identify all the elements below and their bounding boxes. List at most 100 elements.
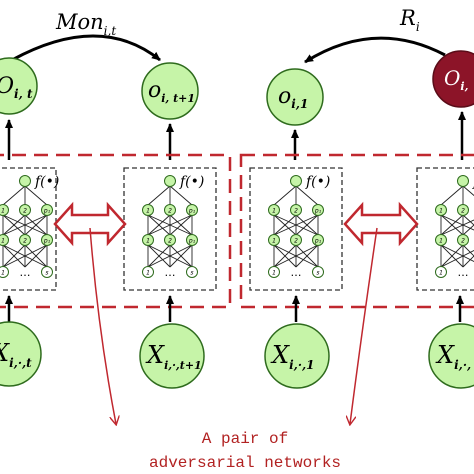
network-hidden-node — [142, 204, 154, 216]
network-node-label: 1 — [1, 270, 5, 277]
network-node-label: 1 — [146, 270, 150, 277]
network-node-label: p₁ — [43, 208, 51, 215]
network-edge — [2, 244, 26, 268]
network-hidden-node — [186, 204, 198, 216]
network-hidden-node — [142, 234, 154, 246]
output-node-3: oi,1 — [266, 68, 324, 126]
svg-text:Xi,·,t+1: Xi,·,t+1 — [145, 341, 202, 372]
network-hidden-node — [186, 234, 198, 246]
network-node-label: 2 — [461, 238, 465, 245]
network-node-label: s — [45, 270, 48, 277]
network-input-node — [268, 266, 280, 278]
network-connections — [2, 185, 48, 268]
adversarial-arrow-right — [343, 201, 419, 247]
network-edge — [24, 244, 48, 268]
network-edge — [147, 244, 171, 268]
network-edge — [169, 185, 193, 206]
network-edge — [147, 185, 171, 206]
network-hidden-node — [435, 204, 447, 216]
network-node-label: 1 — [272, 208, 276, 215]
network-node-label: 1 — [146, 238, 150, 245]
caption-pointer-left — [89, 227, 116, 424]
svg-text:Oi, t: Oi, t — [0, 74, 33, 101]
network-hidden-node — [290, 204, 302, 216]
network-input-dots: … — [291, 266, 302, 279]
network-node-label: 1 — [146, 208, 150, 215]
network-node-label: s — [316, 270, 319, 277]
network-hidden-node — [268, 234, 280, 246]
network-hidden-node — [41, 234, 53, 246]
network-input-dots: … — [458, 266, 469, 279]
network-edge — [440, 214, 474, 231]
network-hidden-node — [312, 204, 324, 216]
network-hidden-node — [0, 234, 9, 246]
network-node-label: p₁ — [314, 208, 322, 215]
network-edge — [273, 185, 297, 206]
network-edge — [273, 214, 297, 236]
network-edge — [2, 214, 48, 236]
network-input-node — [41, 266, 53, 278]
input-node-3: Xi,·,1 — [264, 323, 330, 389]
network-edge — [2, 214, 26, 236]
network-node-label: 2 — [23, 238, 27, 245]
network-edge — [440, 185, 464, 206]
network-edge — [2, 185, 26, 206]
network-input-node — [312, 266, 324, 278]
network-node-label: p₁ — [188, 238, 196, 245]
output-node-1: Oi, t — [0, 57, 38, 115]
network-edge — [24, 214, 48, 236]
network-node-label: 2 — [168, 238, 172, 245]
r-label: Ri — [399, 6, 420, 34]
network-node-label: 2 — [461, 208, 465, 215]
mon-label: Moni,t — [55, 10, 116, 38]
network-function-label: f(•) — [34, 174, 59, 190]
network-edge — [169, 244, 193, 268]
network-node-label: 1 — [1, 208, 5, 215]
network-edge — [147, 214, 193, 236]
network-hidden-node — [312, 234, 324, 246]
network-edge — [273, 244, 319, 268]
network-node-label: p₁ — [314, 238, 322, 245]
caption-line-2: adversarial networks — [149, 454, 341, 472]
network-node-label: 1 — [439, 208, 443, 215]
network-hidden-node — [457, 175, 469, 187]
network-hidden-node — [19, 234, 31, 246]
network-edge — [2, 244, 48, 268]
network-edge — [295, 214, 319, 236]
pair-box-left — [0, 153, 232, 309]
network-function-label: f(•) — [179, 174, 204, 190]
network-node-label: s — [190, 270, 193, 277]
adversarial-arrow-left — [53, 201, 127, 247]
network-hidden-node — [457, 234, 469, 246]
svg-text:Xi,·,1: Xi,·,1 — [270, 341, 315, 372]
network-edge — [462, 255, 474, 268]
network-node-label: 1 — [439, 270, 443, 277]
network-edge — [273, 214, 319, 236]
input-node-4: Xi,·, — [428, 323, 474, 389]
network-node-label: p₁ — [43, 238, 51, 245]
network-edge — [273, 244, 297, 268]
network-edge — [440, 244, 464, 268]
network-node-label: 1 — [272, 270, 276, 277]
network-node-label: 2 — [294, 238, 298, 245]
network-hidden-node — [435, 234, 447, 246]
network-edge — [462, 185, 474, 197]
network-input-node — [435, 266, 447, 278]
network-edge — [462, 224, 474, 236]
network-edge — [440, 214, 464, 236]
svg-text:Xi,·,t: Xi,·,t — [0, 339, 32, 370]
network-hidden-node — [164, 234, 176, 246]
network-node-label: p₁ — [188, 208, 196, 215]
caption-line-1: A pair of — [202, 430, 288, 448]
network-connections — [147, 185, 193, 268]
network-hidden-node — [457, 204, 469, 216]
r-arrow — [304, 36, 446, 64]
network-hidden-node — [164, 175, 176, 187]
network-function-label: f(•) — [305, 174, 330, 190]
network-edge — [462, 214, 474, 226]
network-edge — [147, 214, 171, 236]
network-hidden-node — [290, 234, 302, 246]
